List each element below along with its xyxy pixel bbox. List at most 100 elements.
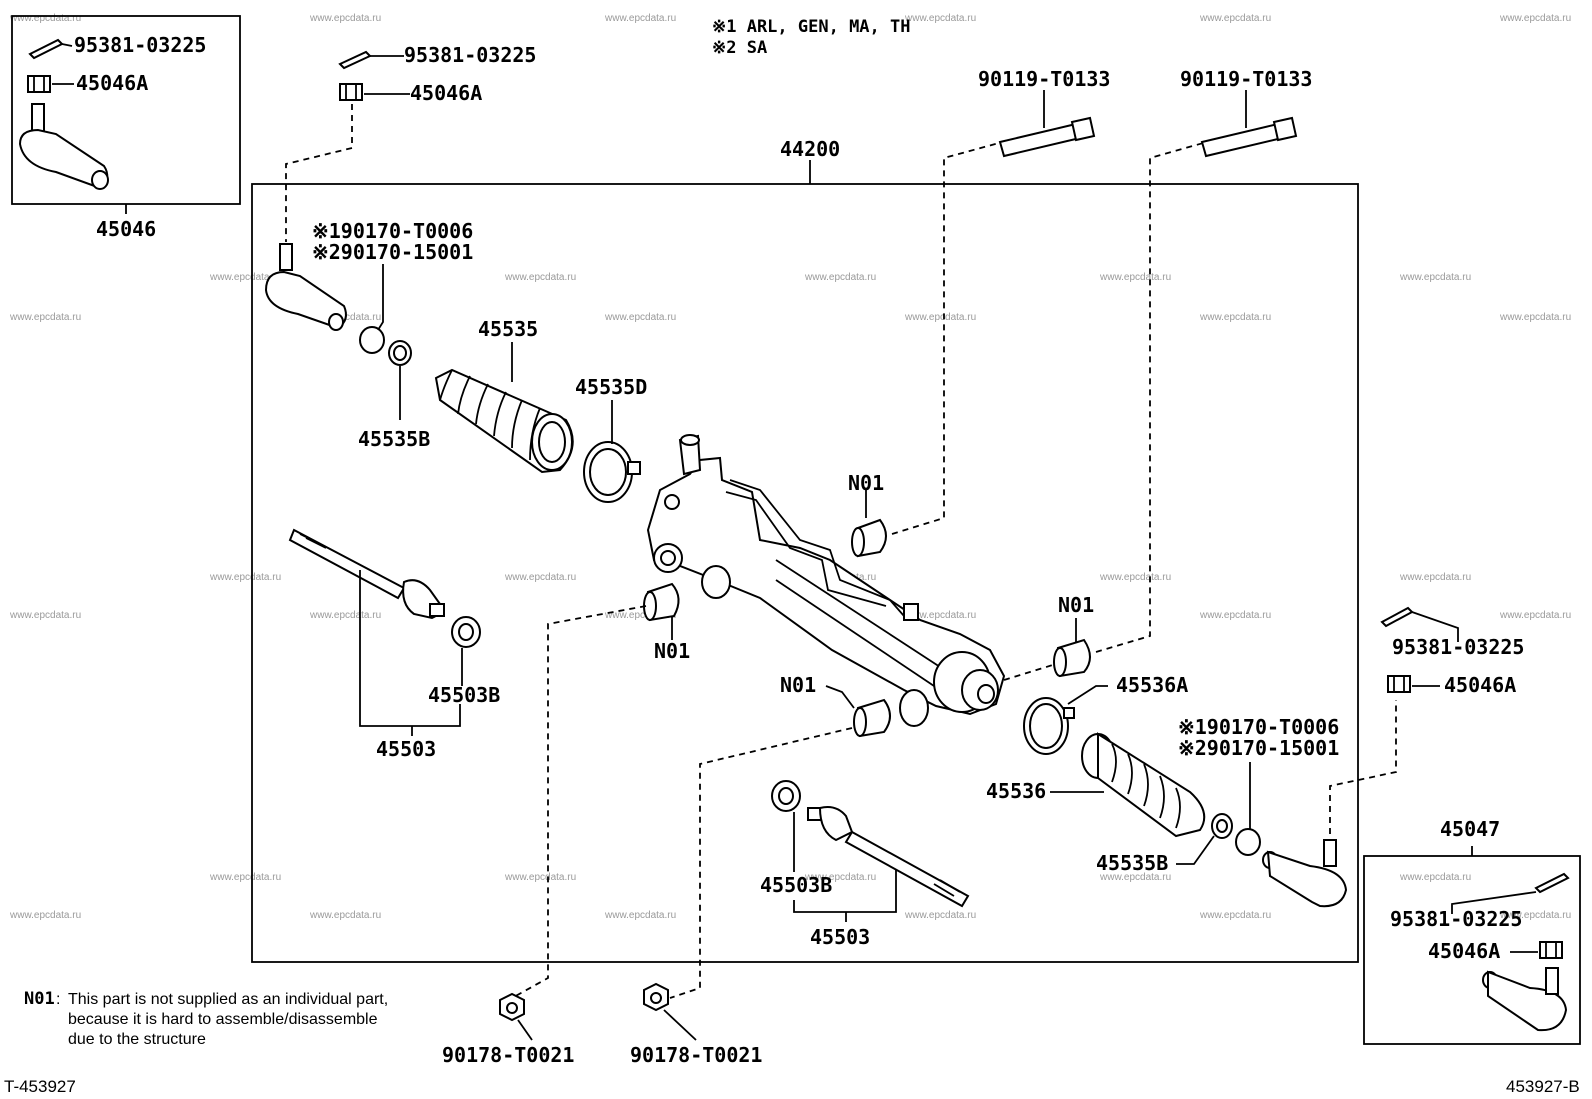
bushing-icon <box>851 518 887 558</box>
flange-nut-icon <box>643 982 669 1012</box>
label-gear-assy: 44200 <box>780 137 840 161</box>
castle-nut-icon <box>27 75 51 93</box>
bushing-icon <box>853 698 891 738</box>
legend-note-2: ※2 SA <box>712 38 767 58</box>
label-nut-top: 45046A <box>410 81 482 105</box>
castle-nut-icon <box>1387 675 1411 693</box>
watermark: www.epcdata.ru <box>1199 910 1271 921</box>
bushing-icon <box>1053 638 1091 678</box>
reference-left: T-453927 <box>4 1077 76 1096</box>
cotter-pin-icon <box>28 38 64 60</box>
label-tie-rod-end-lh: 45046 <box>96 217 156 241</box>
reference-right: 453927-B <box>1506 1077 1580 1096</box>
label-washer-left: 45503B <box>428 683 500 707</box>
claw-washer-icon <box>451 616 481 648</box>
label-nut1-left: ※190170-T0006 <box>312 219 473 243</box>
watermark: www.epcdata.ru <box>604 610 676 621</box>
tie-rod-end-icon <box>264 243 347 331</box>
watermark: www.epcdata.ru <box>9 312 81 323</box>
steering-gear-housing-icon <box>646 434 1006 716</box>
label-cotter-pin-tl: 95381-03225 <box>74 33 206 57</box>
boot-clip-icon <box>1211 813 1233 839</box>
watermark: www.epcdata.ru <box>604 910 676 921</box>
tie-rod-end-icon <box>1262 839 1348 908</box>
cotter-pin-icon <box>338 50 372 70</box>
watermark: www.epcdata.ru <box>804 272 876 283</box>
watermark: www.epcdata.ru <box>1199 610 1271 621</box>
bolt-icon <box>1200 116 1298 158</box>
footnote-line-1: This part is not supplied as an individu… <box>68 991 388 1008</box>
lock-nut-icon <box>1235 828 1261 856</box>
watermark: www.epcdata.ru <box>904 312 976 323</box>
watermark: www.epcdata.ru <box>1499 312 1571 323</box>
label-n01-right: N01 <box>1058 593 1094 617</box>
tie-rod-end-icon <box>1482 967 1568 1032</box>
footnote-line-2: because it is hard to assemble/disassemb… <box>68 1011 378 1028</box>
watermark: www.epcdata.ru <box>1399 272 1471 283</box>
watermark: www.epcdata.ru <box>904 13 976 24</box>
watermark: www.epcdata.ru <box>1099 572 1171 583</box>
watermark: www.epcdata.ru <box>604 312 676 323</box>
watermark: www.epcdata.ru <box>209 572 281 583</box>
label-rack-end-right: 45503 <box>810 925 870 949</box>
watermark: www.epcdata.ru <box>504 272 576 283</box>
watermark: www.epcdata.ru <box>604 13 676 24</box>
steering-boot-icon <box>1081 732 1206 838</box>
footnote-line-3: due to the structure <box>68 1031 206 1048</box>
cotter-pin-icon <box>1380 606 1414 628</box>
label-nut2-right: ※290170-15001 <box>1178 736 1339 760</box>
label-clip-left: 45535B <box>358 427 430 451</box>
watermark: www.epcdata.ru <box>904 610 976 621</box>
legend-note-1: ※1 ARL, GEN, MA, TH <box>712 17 910 37</box>
watermark-grid: www.epcdata.ru www.epcdata.ru www.epcdat… <box>9 13 1571 921</box>
label-cotter-pin-right: 95381-03225 <box>1392 635 1524 659</box>
watermark: www.epcdata.ru <box>1199 312 1271 323</box>
watermark: www.epcdata.ru <box>309 910 381 921</box>
label-washer-right: 45503B <box>760 873 832 897</box>
watermark: www.epcdata.ru <box>9 610 81 621</box>
footnote-code: N01 <box>24 989 55 1009</box>
watermark: www.epcdata.ru <box>309 13 381 24</box>
steering-boot-icon <box>434 368 574 474</box>
label-clip-right: 45535B <box>1096 851 1168 875</box>
rack-end-icon <box>807 806 970 908</box>
lock-nut-icon <box>359 326 385 354</box>
watermark: www.epcdata.ru <box>9 910 81 921</box>
boot-clamp-icon <box>583 441 641 503</box>
watermark: www.epcdata.ru <box>1099 872 1171 883</box>
bolt-icon <box>998 116 1096 158</box>
claw-washer-icon <box>771 780 801 812</box>
label-cotter-pin-top: 95381-03225 <box>404 43 536 67</box>
watermark: www.epcdata.ru <box>1199 13 1271 24</box>
castle-nut-icon <box>1539 941 1563 959</box>
label-tie-rod-end-rh: 45047 <box>1440 817 1500 841</box>
watermark: www.epcdata.ru <box>209 272 281 283</box>
label-n01-upper: N01 <box>848 471 884 495</box>
cotter-pin-icon <box>1534 872 1570 894</box>
label-bolt-left: 90119-T0133 <box>978 67 1110 91</box>
watermark: www.epcdata.ru <box>309 610 381 621</box>
watermark: www.epcdata.ru <box>504 572 576 583</box>
watermark: www.epcdata.ru <box>804 872 876 883</box>
watermark: www.epcdata.ru <box>1499 13 1571 24</box>
seal-ring-icon <box>899 689 929 727</box>
tie-rod-end-icon <box>18 103 109 190</box>
label-n01-lower: N01 <box>780 673 816 697</box>
watermark: www.epcdata.ru <box>504 872 576 883</box>
footnote-colon: : <box>56 991 60 1008</box>
label-boot-left: 45535 <box>478 317 538 341</box>
watermark: www.epcdata.ru <box>9 13 81 24</box>
gear-assembly-box <box>251 183 1359 963</box>
label-clamp-left: 45535D <box>575 375 647 399</box>
label-boot-clamp-right: 45536A <box>1116 673 1188 697</box>
label-n01-mid: N01 <box>654 639 690 663</box>
castle-nut-icon <box>339 83 363 101</box>
rack-end-icon <box>288 528 445 620</box>
label-bolt-right: 90119-T0133 <box>1180 67 1312 91</box>
label-nut2-left: ※290170-15001 <box>312 240 473 264</box>
label-nut-right: 45046A <box>1444 673 1516 697</box>
bushing-icon <box>643 582 680 622</box>
label-nut-tl: 45046A <box>76 71 148 95</box>
label-nut-br: 45046A <box>1428 939 1500 963</box>
watermark: www.epcdata.ru <box>1399 872 1471 883</box>
